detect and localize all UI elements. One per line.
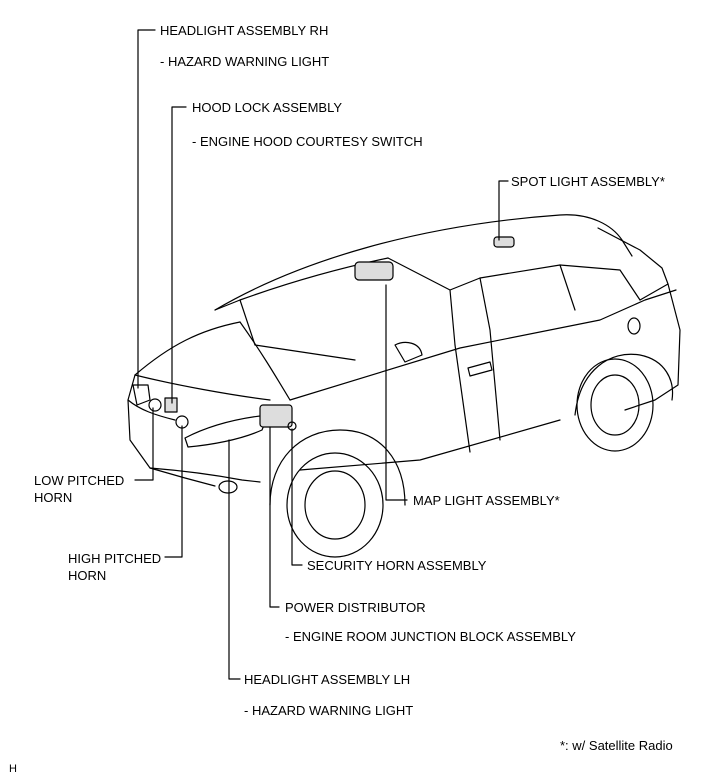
vehicle-outline [127, 214, 681, 558]
headlight-rh-label: HEADLIGHT ASSEMBLY RH [160, 23, 329, 38]
power-distributor-label: POWER DISTRIBUTOR [285, 600, 426, 615]
hood-lock-label: HOOD LOCK ASSEMBLY [192, 100, 343, 115]
high-horn-label-line1: HIGH PITCHED [68, 551, 162, 566]
headlight-lh-sub-label: - HAZARD WARNING LIGHT [244, 703, 414, 718]
map-light-label: MAP LIGHT ASSEMBLY* [413, 493, 560, 508]
leader-lines [134, 29, 509, 680]
headlight-lh-label: HEADLIGHT ASSEMBLY LH [244, 672, 411, 687]
spot-light-label: SPOT LIGHT ASSEMBLY* [511, 174, 665, 189]
headlight-rh-sub-label: - HAZARD WARNING LIGHT [160, 54, 330, 69]
low-horn-label-line2: HORN [34, 490, 73, 505]
footnote: *: w/ Satellite Radio [560, 738, 673, 753]
low-horn-label-line1: LOW PITCHED [34, 473, 125, 488]
power-distributor-sub-label: - ENGINE ROOM JUNCTION BLOCK ASSEMBLY [285, 629, 576, 644]
high-horn-label-line2: HORN [68, 568, 107, 583]
corner-mark: H [9, 763, 17, 775]
hood-lock-sub-label: - ENGINE HOOD COURTESY SWITCH [192, 134, 423, 149]
security-horn-label: SECURITY HORN ASSEMBLY [307, 558, 487, 573]
